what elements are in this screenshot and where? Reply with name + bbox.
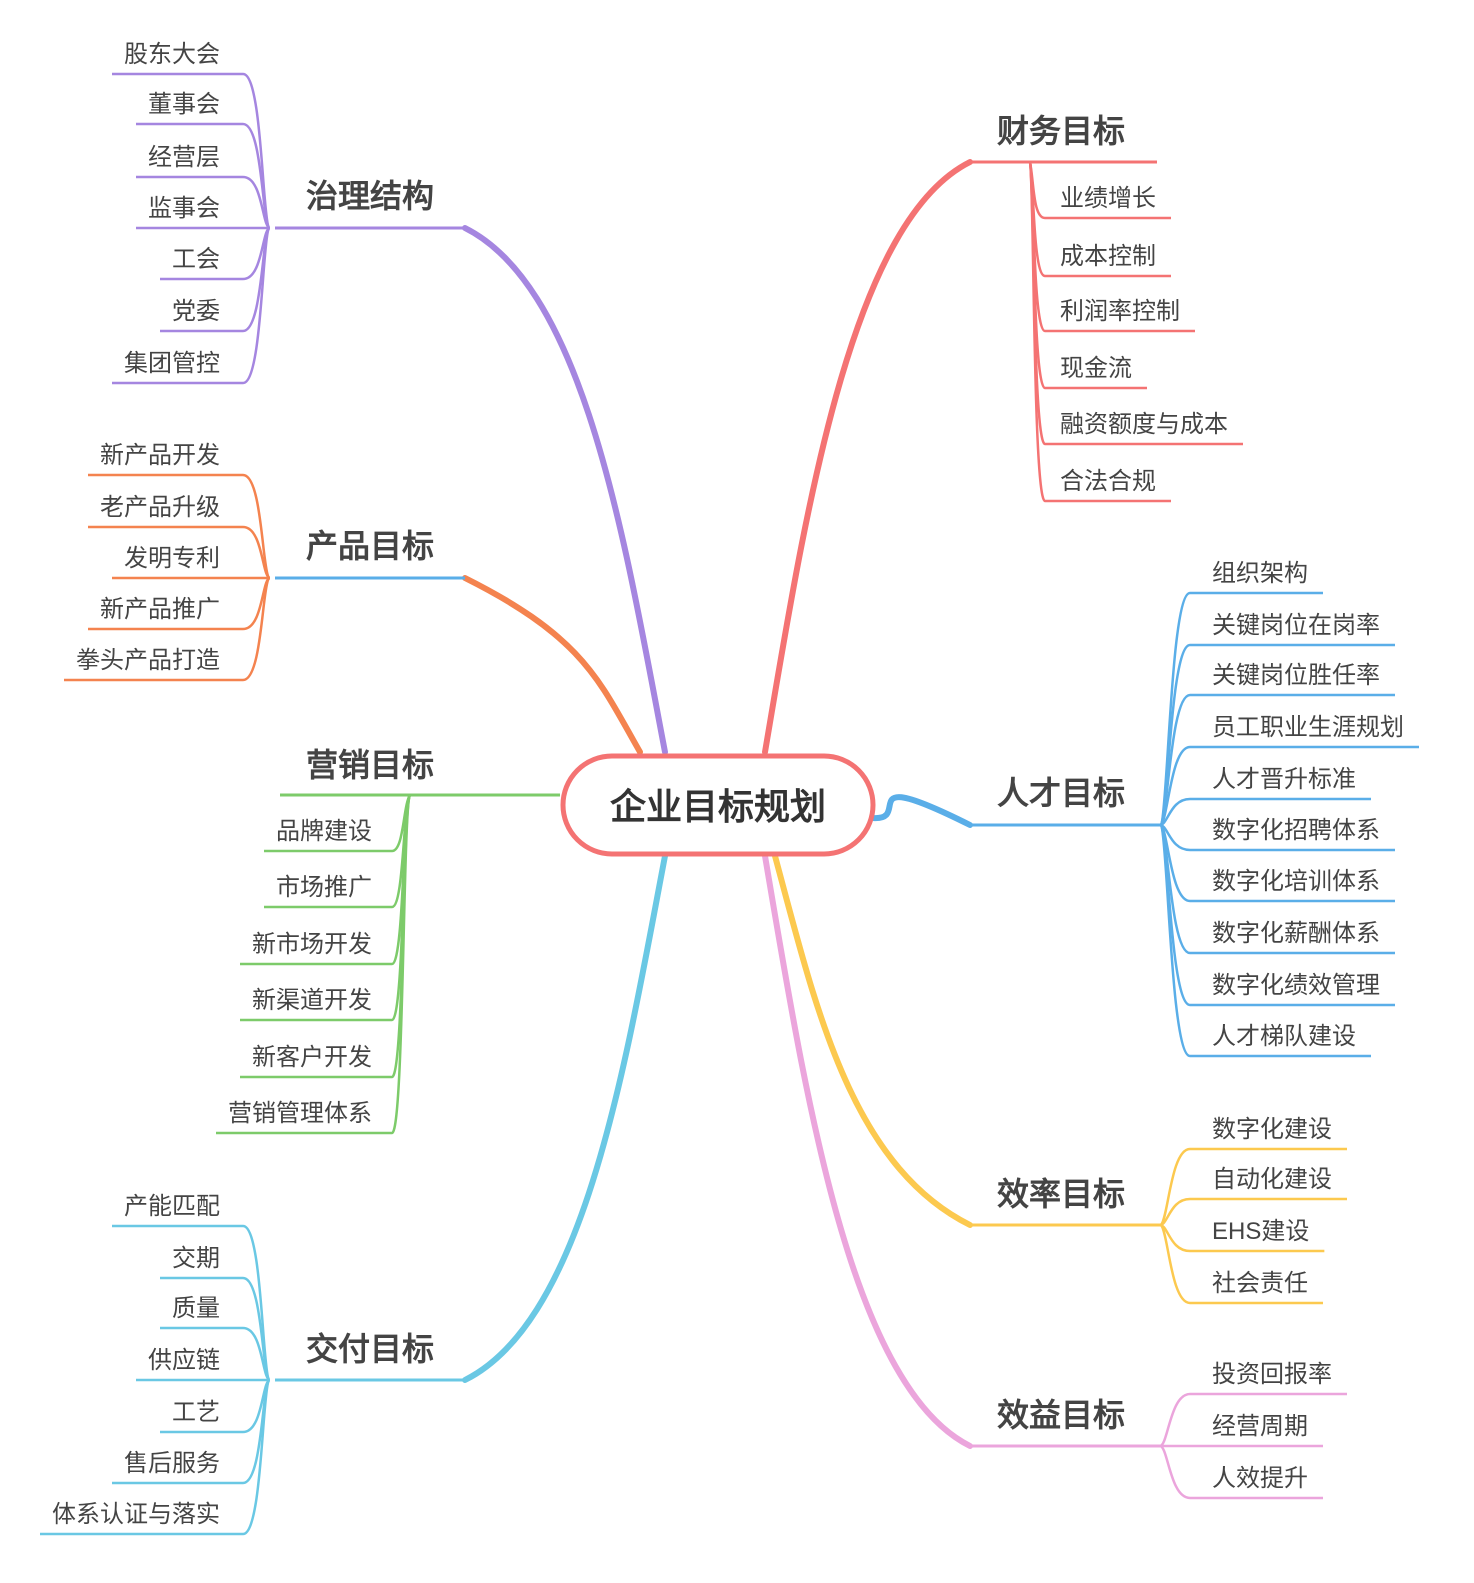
child-node[interactable]: 集团管控 [124,350,220,377]
main-connector [462,853,668,1383]
child-connector [1158,745,1419,827]
child-connector [1158,823,1371,1058]
child-node[interactable]: 交期 [172,1245,220,1272]
child-node[interactable]: 投资回报率 [1212,1361,1332,1388]
child-node[interactable]: 人才晋升标准 [1212,766,1356,793]
child-node[interactable]: 人效提升 [1212,1465,1308,1492]
child-node[interactable]: 数字化培训体系 [1212,868,1380,895]
connectors [40,72,1419,1536]
branch-label[interactable]: 治理结构 [306,178,434,214]
child-node[interactable]: 新产品推广 [100,596,220,623]
child-node[interactable]: 售后服务 [124,1450,220,1477]
main-connector [762,853,973,1449]
child-node[interactable]: 品牌建设 [276,818,372,845]
child-node[interactable]: 经营层 [148,144,220,171]
child-node[interactable]: 组织架构 [1212,560,1308,587]
child-node[interactable]: 供应链 [148,1347,220,1374]
child-connector [1159,1392,1347,1448]
child-node[interactable]: 营销管理体系 [228,1100,372,1127]
child-node[interactable]: 数字化绩效管理 [1212,972,1380,999]
child-node[interactable]: 工艺 [172,1399,220,1426]
branch-label[interactable]: 效益目标 [997,1397,1125,1433]
branch-label[interactable]: 交付目标 [306,1331,434,1367]
main-connector [772,853,973,1228]
child-node[interactable]: 监事会 [148,195,220,222]
child-connector [1028,161,1171,503]
child-connector [64,576,272,682]
branch-label[interactable]: 产品目标 [306,528,434,564]
child-connector [1158,1147,1347,1227]
child-node[interactable]: 市场推广 [276,874,372,901]
child-node[interactable]: 发明专利 [124,545,220,572]
child-connector [1159,1444,1323,1500]
child-node[interactable]: 数字化薪酬体系 [1212,920,1380,947]
child-node[interactable]: 关键岗位胜任率 [1212,662,1380,689]
child-node[interactable]: 股东大会 [124,41,220,68]
child-node[interactable]: 新渠道开发 [252,987,372,1014]
child-node[interactable]: 党委 [172,298,220,325]
child-connector [136,175,271,230]
child-connector [160,1326,271,1382]
branch-label[interactable]: 营销目标 [306,747,434,783]
child-connector [40,1378,272,1536]
child-connector [216,794,412,1135]
child-connector [88,525,271,580]
child-node[interactable]: 新客户开发 [252,1044,372,1071]
main-connector [462,225,668,755]
child-node[interactable]: 融资额度与成本 [1060,411,1228,438]
child-connector [112,226,272,385]
main-connector [462,575,643,755]
main-connector [870,794,973,828]
center-node[interactable]: 企业目标规划 [560,753,876,857]
child-node[interactable]: 质量 [172,1295,220,1322]
main-connector [762,159,973,755]
child-node[interactable]: 产能匹配 [124,1193,220,1220]
child-node[interactable]: 数字化建设 [1212,1116,1332,1143]
center-node-box[interactable] [560,753,876,857]
child-node[interactable]: 新产品开发 [100,442,220,469]
child-node[interactable]: 人才梯队建设 [1212,1023,1356,1050]
child-connector [1158,1223,1323,1305]
child-node[interactable]: 董事会 [148,91,220,118]
child-node[interactable]: 新市场开发 [252,931,372,958]
branch-label[interactable]: 人才目标 [997,775,1125,811]
branch-6[interactable]: 人才目标 组织架构关键岗位在岗率关键岗位胜任率员工职业生涯规划人才晋升标准数字化招… [997,560,1404,1050]
child-node[interactable]: 自动化建设 [1212,1166,1332,1193]
child-node[interactable]: 拳头产品打造 [76,647,220,674]
child-node[interactable]: 员工职业生涯规划 [1212,714,1404,741]
child-node[interactable]: EHS建设 [1212,1218,1309,1245]
child-node[interactable]: 数字化招聘体系 [1212,817,1380,844]
child-node[interactable]: 经营周期 [1212,1413,1308,1440]
child-node[interactable]: 现金流 [1060,355,1132,382]
child-node[interactable]: 体系认证与落实 [52,1501,220,1528]
child-node[interactable]: 社会责任 [1212,1270,1308,1297]
center-label[interactable]: 企业目标规划 [610,786,826,827]
branch-label[interactable]: 效率目标 [997,1176,1125,1212]
child-node[interactable]: 成本控制 [1060,243,1156,270]
child-node[interactable]: 合法合规 [1060,468,1156,495]
child-node[interactable]: 业绩增长 [1060,185,1156,212]
child-connector [1159,1197,1347,1227]
child-node[interactable]: 关键岗位在岗率 [1212,612,1380,639]
child-node[interactable]: 工会 [172,246,220,273]
child-connector [1159,797,1371,827]
child-node[interactable]: 利润率控制 [1060,298,1180,325]
child-node[interactable]: 老产品升级 [100,494,220,521]
branch-label[interactable]: 财务目标 [997,113,1125,149]
